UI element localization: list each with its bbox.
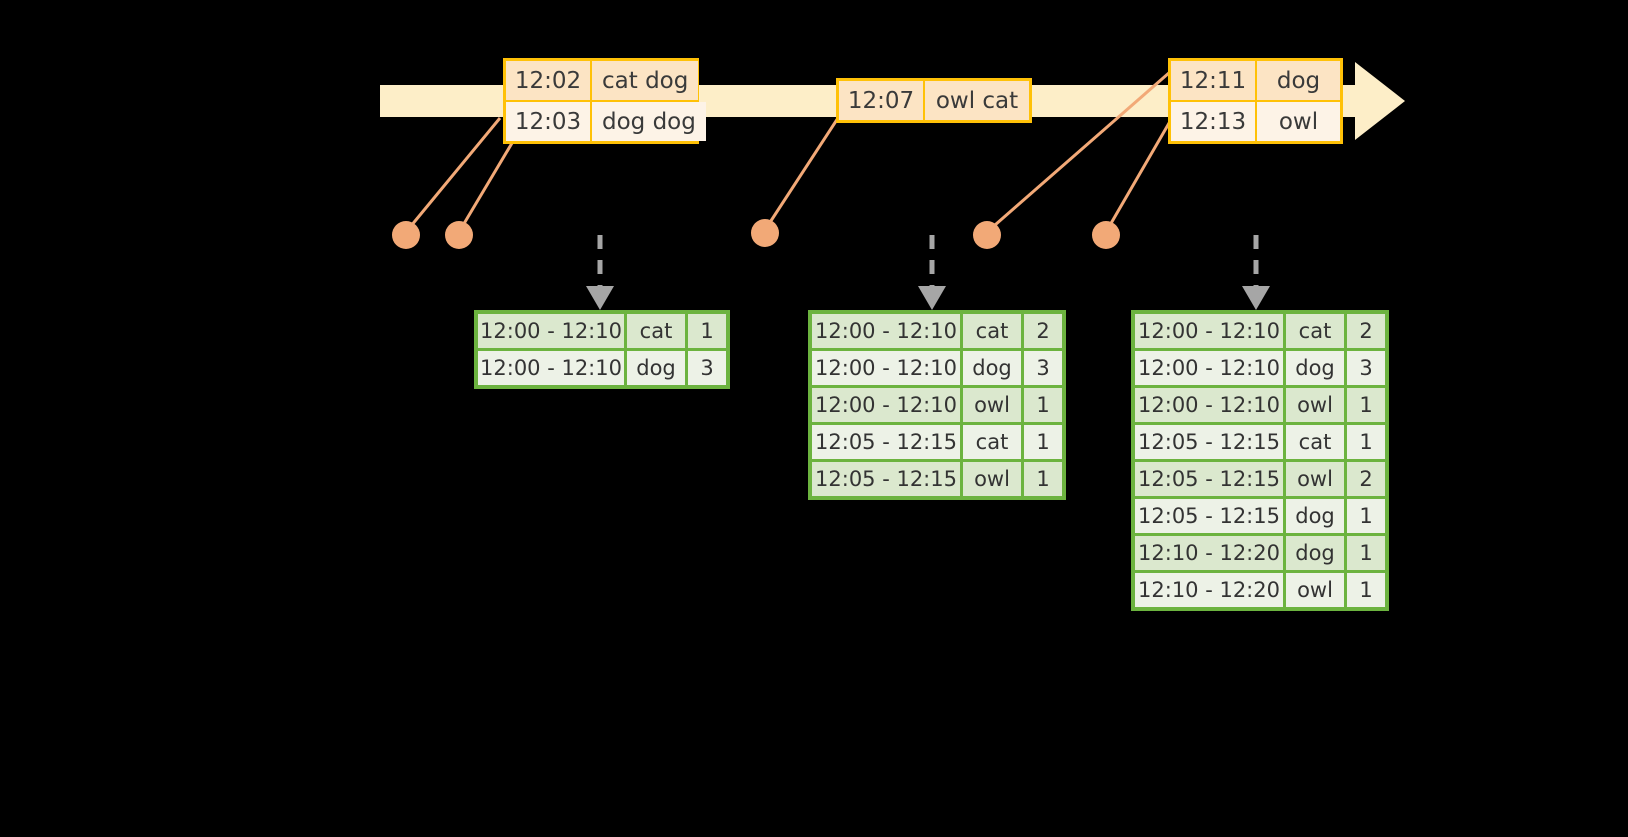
event-time: 12:11 bbox=[1171, 61, 1255, 100]
cell-word: dog bbox=[1286, 351, 1344, 385]
event-words: owl bbox=[1257, 102, 1340, 141]
cell-window: 12:00 - 12:10 bbox=[478, 314, 624, 348]
event-row[interactable]: 12:03 dog dog bbox=[506, 102, 706, 141]
event-group-2[interactable]: 12:07 owl cat bbox=[836, 78, 1032, 123]
cell-word: dog bbox=[963, 351, 1021, 385]
cell-window: 12:00 - 12:10 bbox=[478, 351, 624, 385]
cell-count: 3 bbox=[688, 351, 726, 385]
event-words: dog bbox=[1257, 61, 1340, 100]
result-table-1[interactable]: 12:00 - 12:10 cat 1 12:00 - 12:10 dog 3 bbox=[474, 310, 730, 389]
connector-dots bbox=[392, 219, 1120, 249]
connector-dot bbox=[445, 221, 473, 249]
cell-word: dog bbox=[1286, 499, 1344, 533]
cell-window: 12:05 - 12:15 bbox=[1135, 462, 1283, 496]
table-row[interactable]: 12:10 - 12:20 dog 1 bbox=[1135, 536, 1385, 570]
cell-count: 1 bbox=[1347, 573, 1385, 607]
table-row[interactable]: 12:05 - 12:15 dog 1 bbox=[1135, 499, 1385, 533]
cell-count: 1 bbox=[1347, 388, 1385, 422]
event-words: cat dog bbox=[592, 61, 699, 100]
cell-window: 12:00 - 12:10 bbox=[1135, 388, 1283, 422]
cell-word: owl bbox=[1286, 462, 1344, 496]
cell-word: owl bbox=[1286, 388, 1344, 422]
cell-count: 3 bbox=[1347, 351, 1385, 385]
cell-word: cat bbox=[1286, 425, 1344, 459]
cell-window: 12:05 - 12:15 bbox=[1135, 499, 1283, 533]
cell-window: 12:00 - 12:10 bbox=[812, 351, 960, 385]
table-row[interactable]: 12:00 - 12:10 dog 3 bbox=[1135, 351, 1385, 385]
cell-count: 2 bbox=[1347, 462, 1385, 496]
table-row[interactable]: 12:05 - 12:15 cat 1 bbox=[1135, 425, 1385, 459]
cell-word: dog bbox=[627, 351, 685, 385]
table-row[interactable]: 12:00 - 12:10 cat 2 bbox=[1135, 314, 1385, 348]
table-row[interactable]: 12:00 - 12:10 cat 2 bbox=[812, 314, 1062, 348]
table-row[interactable]: 12:00 - 12:10 owl 1 bbox=[812, 388, 1062, 422]
event-row[interactable]: 12:07 owl cat bbox=[839, 81, 1029, 120]
cell-count: 1 bbox=[1024, 388, 1062, 422]
cell-word: owl bbox=[1286, 573, 1344, 607]
cell-word: owl bbox=[963, 388, 1021, 422]
cell-count: 1 bbox=[1347, 536, 1385, 570]
cell-count: 1 bbox=[1024, 425, 1062, 459]
connector-dot bbox=[751, 219, 779, 247]
cell-word: cat bbox=[963, 425, 1021, 459]
table-row[interactable]: 12:05 - 12:15 owl 2 bbox=[1135, 462, 1385, 496]
result-table-2[interactable]: 12:00 - 12:10 cat 2 12:00 - 12:10 dog 3 … bbox=[808, 310, 1066, 500]
cell-word: cat bbox=[627, 314, 685, 348]
cell-count: 2 bbox=[1347, 314, 1385, 348]
event-group-3[interactable]: 12:11 dog 12:13 owl bbox=[1168, 58, 1343, 144]
cell-window: 12:00 - 12:10 bbox=[1135, 314, 1283, 348]
event-group-1[interactable]: 12:02 cat dog 12:03 dog dog bbox=[503, 58, 706, 144]
cell-window: 12:00 - 12:10 bbox=[812, 314, 960, 348]
event-words: owl cat bbox=[925, 81, 1029, 120]
cell-count: 2 bbox=[1024, 314, 1062, 348]
cell-count: 1 bbox=[688, 314, 726, 348]
event-row[interactable]: 12:02 cat dog bbox=[506, 61, 699, 100]
event-time: 12:03 bbox=[506, 102, 590, 141]
connector-dot bbox=[392, 221, 420, 249]
cell-count: 1 bbox=[1347, 425, 1385, 459]
cell-window: 12:00 - 12:10 bbox=[1135, 351, 1283, 385]
event-time: 12:13 bbox=[1171, 102, 1255, 141]
cell-window: 12:05 - 12:15 bbox=[812, 462, 960, 496]
cell-window: 12:00 - 12:10 bbox=[812, 388, 960, 422]
table-row[interactable]: 12:05 - 12:15 cat 1 bbox=[812, 425, 1062, 459]
event-time: 12:07 bbox=[839, 81, 923, 120]
emit-arrows bbox=[597, 235, 1259, 288]
event-row[interactable]: 12:11 dog bbox=[1171, 61, 1340, 100]
table-row[interactable]: 12:10 - 12:20 owl 1 bbox=[1135, 573, 1385, 607]
result-table-3[interactable]: 12:00 - 12:10 cat 2 12:00 - 12:10 dog 3 … bbox=[1131, 310, 1389, 611]
cell-count: 1 bbox=[1024, 462, 1062, 496]
event-time: 12:02 bbox=[506, 61, 590, 100]
cell-count: 3 bbox=[1024, 351, 1062, 385]
table-row[interactable]: 12:00 - 12:10 cat 1 bbox=[478, 314, 726, 348]
connector-dot bbox=[1092, 221, 1120, 249]
connector-dot bbox=[973, 221, 1001, 249]
cell-window: 12:05 - 12:15 bbox=[1135, 425, 1283, 459]
cell-word: cat bbox=[1286, 314, 1344, 348]
timeline-arrowhead bbox=[1355, 62, 1405, 140]
event-words: dog dog bbox=[592, 102, 706, 141]
cell-window: 12:10 - 12:20 bbox=[1135, 536, 1283, 570]
table-row[interactable]: 12:00 - 12:10 dog 3 bbox=[478, 351, 726, 385]
table-row[interactable]: 12:05 - 12:15 owl 1 bbox=[812, 462, 1062, 496]
table-row[interactable]: 12:00 - 12:10 owl 1 bbox=[1135, 388, 1385, 422]
cell-window: 12:05 - 12:15 bbox=[812, 425, 960, 459]
cell-word: dog bbox=[1286, 536, 1344, 570]
table-row[interactable]: 12:00 - 12:10 dog 3 bbox=[812, 351, 1062, 385]
cell-count: 1 bbox=[1347, 499, 1385, 533]
cell-word: cat bbox=[963, 314, 1021, 348]
cell-window: 12:10 - 12:20 bbox=[1135, 573, 1283, 607]
cell-word: owl bbox=[963, 462, 1021, 496]
event-row[interactable]: 12:13 owl bbox=[1171, 102, 1340, 141]
emit-arrowheads bbox=[586, 286, 1270, 310]
